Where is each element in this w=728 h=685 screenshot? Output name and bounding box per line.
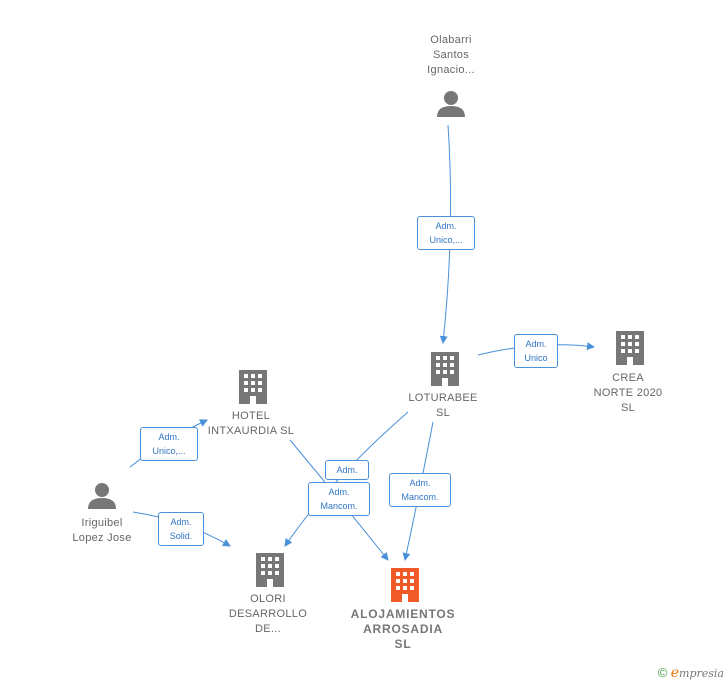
node-label-loturabee[interactable]: LOTURABEE SL bbox=[408, 392, 478, 419]
building-icon bbox=[431, 352, 459, 386]
node-label-olori[interactable]: OLORI DESARROLLO DE... bbox=[228, 593, 308, 635]
edge-label-loturabee-crea[interactable]: Adm. Unico bbox=[514, 334, 558, 368]
building-icon-highlight bbox=[391, 568, 419, 602]
building-icon bbox=[256, 553, 284, 587]
node-label-alojamientos[interactable]: ALOJAMIENTOS ARROSADIA SL bbox=[350, 607, 456, 651]
node-label-hotel[interactable]: HOTEL INTXAURDIA SL bbox=[207, 410, 295, 437]
building-icon bbox=[616, 331, 644, 365]
node-label-iriguibel[interactable]: Iriguibel Lopez Jose bbox=[72, 517, 132, 544]
copyright-symbol: © bbox=[657, 665, 668, 680]
person-icon bbox=[437, 91, 465, 117]
brand-initial: e bbox=[670, 665, 680, 681]
edge-label-iriguibel-olori[interactable]: Adm. Solid. bbox=[158, 512, 204, 546]
node-label-crea[interactable]: CREA NORTE 2020 SL bbox=[593, 372, 663, 414]
edge-label-olabarri-loturabee[interactable]: Adm. Unico,... bbox=[417, 216, 475, 250]
node-label-olabarri[interactable]: Olabarri Santos Ignacio... bbox=[427, 34, 475, 76]
edge-label-iriguibel-hotel[interactable]: Adm. Unico,... bbox=[140, 427, 198, 461]
person-icon bbox=[88, 483, 116, 509]
building-icon bbox=[239, 370, 267, 404]
edge-label-hotel-alojamientos[interactable]: Adm. bbox=[325, 460, 369, 480]
brand-name: mpresia bbox=[679, 667, 724, 680]
edge-label-loturabee-olori[interactable]: Adm. Mancom. bbox=[308, 482, 370, 516]
empresia-logo: © empresia bbox=[658, 665, 724, 681]
edge-label-loturabee-alojamientos[interactable]: Adm. Mancom. bbox=[389, 473, 451, 507]
